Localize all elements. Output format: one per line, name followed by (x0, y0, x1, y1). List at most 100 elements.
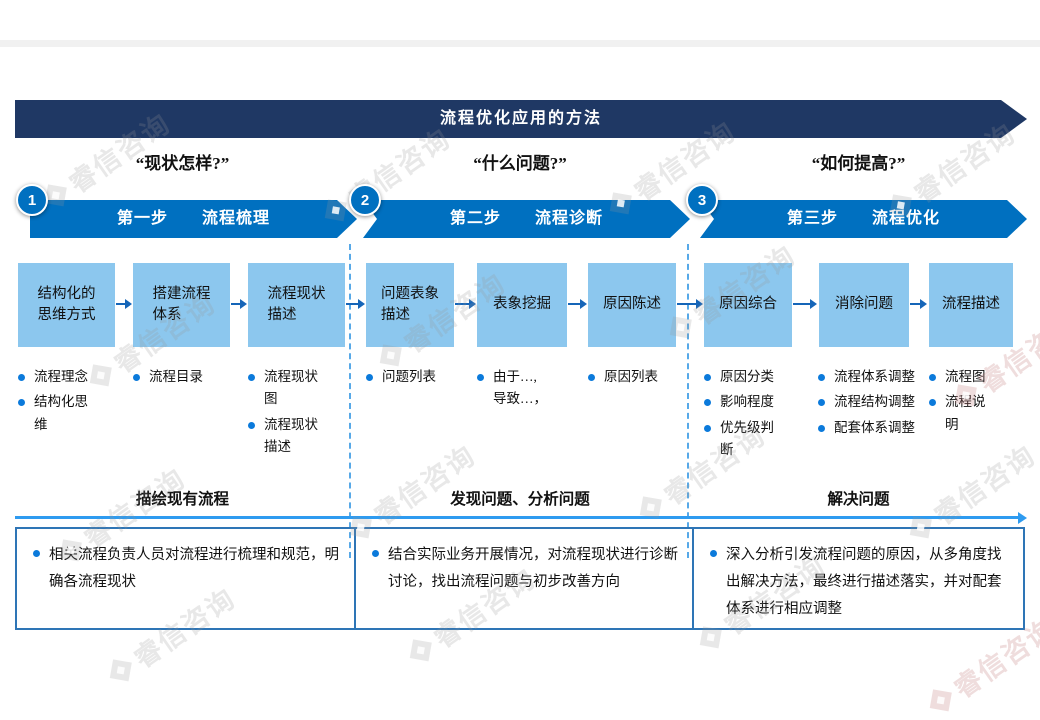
bullet-dot-icon (366, 374, 373, 381)
bullet-dot-icon (704, 399, 711, 407)
bullet-dot-icon (710, 550, 717, 557)
watermark-logo-icon (109, 659, 132, 682)
watermark-logo-icon (929, 689, 952, 712)
bullet-dot-icon (588, 374, 595, 381)
bullet-item: 影响程度 (704, 391, 810, 413)
bullet-item: 由于…, 导致…， (477, 366, 582, 411)
bullet-dot-icon (929, 399, 936, 407)
step-bar-1: 第一步 流程梳理 (30, 200, 357, 238)
flow-arrow-icon (910, 299, 927, 309)
step-number-badge-1: 1 (16, 184, 48, 216)
process-box: 流程现状 描述 (248, 263, 345, 347)
process-box: 流程描述 (929, 263, 1013, 347)
step-bar-2: 第二步 流程诊断 (363, 200, 690, 238)
bullet-item: 流程说 明 (929, 391, 1021, 436)
watermark-logo-icon (379, 344, 402, 367)
bullet-item: 原因分类 (704, 366, 810, 388)
bullet-item: 配套体系调整 (818, 417, 928, 439)
bullet-dot-icon (372, 550, 379, 557)
bullet-dot-icon (248, 421, 255, 429)
process-box-label: 流程现状 描述 (267, 285, 326, 323)
bullet-item: 流程结构调整 (818, 391, 928, 413)
bullet-dot-icon (704, 424, 711, 432)
bullet-column: 原因列表 (588, 366, 683, 388)
bullet-column: 由于…, 导致…， (477, 366, 582, 411)
process-box-label: 原因陈述 (603, 296, 661, 313)
bullet-dot-icon (818, 424, 825, 432)
phase2-question: “什么问题?” (473, 154, 567, 173)
process-box-label: 问题表象 描述 (381, 285, 439, 323)
flow-arrow-icon (231, 299, 247, 309)
phase1-summary-label: 描绘现有流程 (135, 491, 229, 508)
process-box-label: 流程描述 (942, 296, 1000, 313)
step-number-badge-3: 3 (686, 184, 718, 216)
phase-separator-dashed-line (687, 244, 689, 558)
bullet-dot-icon (818, 399, 825, 407)
process-box: 原因综合 (704, 263, 792, 347)
step-bar-3-label: 第三步 流程优化 (786, 210, 940, 227)
process-box-label: 原因综合 (719, 296, 777, 313)
process-box: 问题表象 描述 (366, 263, 454, 347)
process-box: 搭建流程 体系 (133, 263, 230, 347)
step-bar-1-label: 第一步 流程梳理 (116, 210, 270, 227)
bullet-column: 流程目录 (133, 366, 238, 388)
bullet-item: 流程体系调整 (818, 366, 928, 388)
bullet-item: 流程现状 图 (248, 366, 348, 411)
bullet-item: 结合实际业务开展情况，对流程现状进行诊断讨论，找出流程问题与初步改善方向 (372, 542, 678, 596)
phase-separator-dashed-line (349, 244, 351, 558)
flow-arrow-icon (568, 299, 587, 309)
bullet-item: 流程图 (929, 366, 1021, 388)
bullet-dot-icon (18, 399, 25, 407)
bullet-item: 流程现状 描述 (248, 414, 348, 459)
bullet-column: 原因分类 影响程度 优先级判 断 (704, 366, 810, 461)
phase3-summary-label: 解决问题 (827, 491, 890, 508)
bullet-item: 原因列表 (588, 366, 683, 388)
phase3-description-cell: 深入分析引发流程问题的原因，从多角度找出解决方法，最终进行描述落实，并对配套体系… (692, 529, 1023, 628)
bullet-item: 问题列表 (366, 366, 471, 388)
process-box: 结构化的 思维方式 (18, 263, 115, 347)
bullet-column: 流程体系调整 流程结构调整 配套体系调整 (818, 366, 928, 439)
process-box: 原因陈述 (588, 263, 676, 347)
page-title: 流程优化应用的方法 (439, 110, 602, 127)
bullet-column: 流程理念 结构化思 维 (18, 366, 123, 436)
description-panel: 相关流程负责人员对流程进行梳理和规范，明确各流程现状 结合实际业务开展情况，对流… (15, 527, 1025, 630)
bullet-item: 优先级判 断 (704, 417, 810, 462)
bullet-dot-icon (818, 374, 825, 381)
watermark-logo-icon (409, 639, 432, 662)
phase1-question: “现状怎样?” (135, 154, 230, 173)
process-box-label: 结构化的 思维方式 (37, 285, 96, 323)
flow-arrow-icon (455, 299, 476, 309)
bullet-dot-icon (248, 374, 255, 381)
process-box: 消除问题 (819, 263, 909, 347)
bullet-dot-icon (704, 374, 711, 381)
process-box-label: 消除问题 (835, 296, 893, 313)
bullet-dot-icon (929, 374, 936, 381)
top-divider-strip (0, 40, 1040, 47)
phase2-description-cell: 结合实际业务开展情况，对流程现状进行诊断讨论，找出流程问题与初步改善方向 (354, 529, 692, 628)
flow-arrow-icon (793, 299, 817, 309)
bullet-item: 相关流程负责人员对流程进行梳理和规范，明确各流程现状 (33, 542, 340, 596)
flow-arrow-icon (346, 299, 365, 309)
flow-arrow-icon (116, 299, 132, 309)
step-bar-2-label: 第二步 流程诊断 (449, 210, 603, 227)
bullet-dot-icon (477, 374, 484, 381)
bullet-column: 流程图 流程说 明 (929, 366, 1021, 436)
timeline-arrow-icon (15, 512, 1027, 523)
bullet-dot-icon (33, 550, 40, 557)
step-number-badge-2: 2 (349, 184, 381, 216)
phase1-description-cell: 相关流程负责人员对流程进行梳理和规范，明确各流程现状 (17, 529, 354, 628)
process-box: 表象挖掘 (477, 263, 567, 347)
phase2-summary-label: 发现问题、分析问题 (450, 491, 590, 508)
flow-arrow-icon (677, 299, 703, 309)
bullet-column: 问题列表 (366, 366, 471, 388)
bullet-item: 深入分析引发流程问题的原因，从多角度找出解决方法，最终进行描述落实，并对配套体系… (710, 542, 1009, 622)
bullet-item: 流程目录 (133, 366, 238, 388)
title-banner: 流程优化应用的方法 (15, 100, 1027, 138)
process-box-label: 搭建流程 体系 (152, 285, 211, 323)
step-bar-3: 第三步 流程优化 (700, 200, 1027, 238)
bullet-dot-icon (18, 374, 25, 381)
phase3-question: “如何提高?” (811, 154, 906, 173)
bullet-column: 流程现状 图 流程现状 描述 (248, 366, 348, 458)
bullet-dot-icon (133, 374, 140, 381)
